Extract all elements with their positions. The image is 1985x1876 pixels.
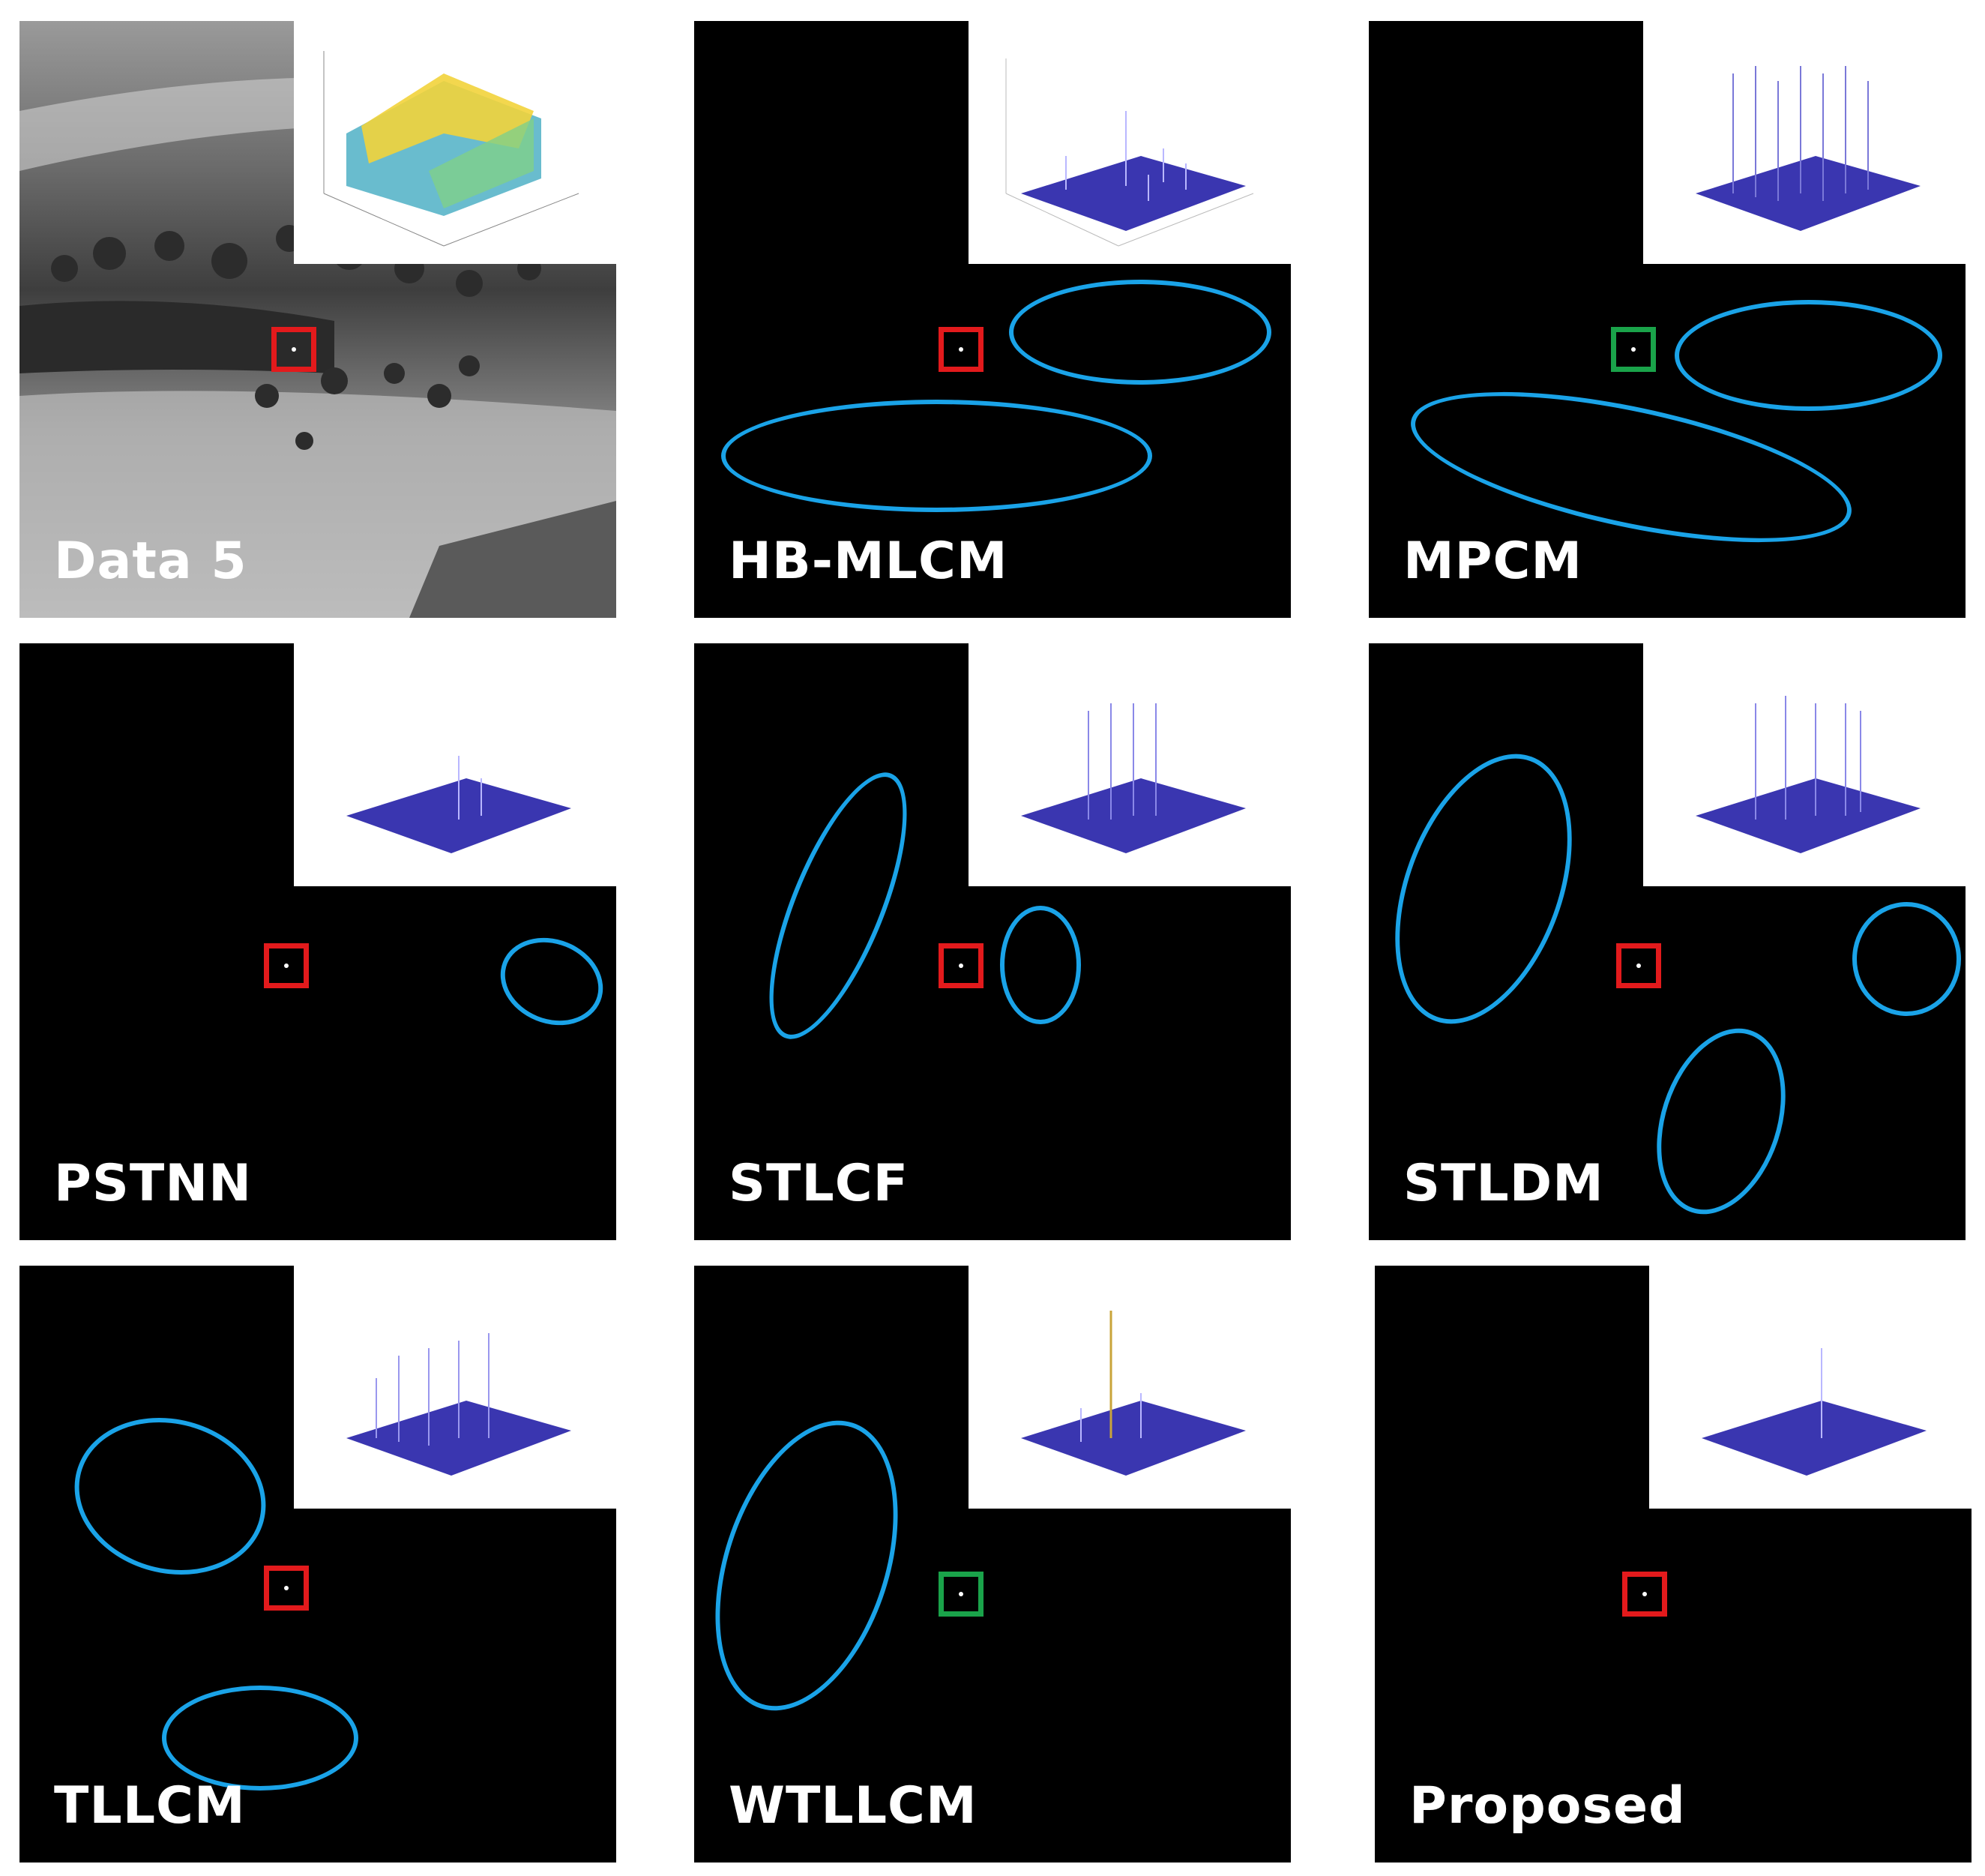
- panel-data5: Data 5: [19, 21, 616, 618]
- target-marker: [939, 943, 984, 988]
- panel-pstnn: PSTNN: [19, 643, 616, 1240]
- surface-plot: [1643, 643, 1966, 886]
- surface-plot: [969, 1266, 1291, 1509]
- panel-wtllcm: WTLLCM: [694, 1266, 1291, 1863]
- panel-mpcm: MPCM: [1369, 21, 1966, 618]
- clutter-ellipse: [721, 400, 1152, 512]
- surface-plot-inset: [969, 21, 1291, 264]
- false-detection-marker: [939, 1572, 984, 1617]
- panel-hb-mlcm: HB-MLCM: [694, 21, 1291, 618]
- clutter-ellipse: [1369, 730, 1606, 1048]
- surface-plot: [294, 21, 616, 264]
- panel-stlcf: STLCF: [694, 643, 1291, 1240]
- clutter-ellipse: [56, 1397, 284, 1596]
- target-marker: [1622, 1572, 1667, 1617]
- surface-plot: [1643, 21, 1966, 264]
- panel-proposed: Proposed: [1375, 1266, 1972, 1863]
- target-marker: [264, 943, 309, 988]
- clutter-ellipse: [1634, 1011, 1808, 1231]
- clutter-ellipse: [741, 756, 935, 1056]
- target-marker: [939, 327, 984, 372]
- false-detection-marker: [1611, 327, 1656, 372]
- surface-plot-inset: [1643, 643, 1966, 886]
- clutter-ellipse: [162, 1686, 358, 1791]
- surface-plot: [294, 1266, 616, 1509]
- surface-plot-inset: [294, 1266, 616, 1509]
- surface-plot-inset: [969, 1266, 1291, 1509]
- panel-tllcm: TLLCM: [19, 1266, 616, 1863]
- panel-label: STLCF: [729, 1154, 909, 1213]
- panel-stldm: STLDM: [1369, 643, 1966, 1240]
- panel-label: WTLLCM: [729, 1776, 978, 1836]
- surface-plot: [969, 21, 1291, 264]
- panel-label: PSTNN: [54, 1154, 253, 1213]
- panel-label: HB-MLCM: [729, 532, 1008, 591]
- clutter-ellipse: [1000, 906, 1081, 1024]
- clutter-ellipse: [487, 922, 616, 1041]
- surface-plot-inset: [294, 21, 616, 264]
- target-marker: [1616, 943, 1661, 988]
- panel-label: Proposed: [1409, 1776, 1686, 1836]
- surface-plot-inset: [294, 643, 616, 886]
- surface-plot: [1649, 1266, 1972, 1509]
- clutter-ellipse: [694, 1397, 932, 1734]
- panel-label: STLDM: [1403, 1154, 1604, 1213]
- target-marker: [264, 1566, 309, 1611]
- surface-plot: [969, 643, 1291, 886]
- clutter-ellipse: [1675, 300, 1942, 411]
- panel-label: Data 5: [54, 532, 247, 591]
- surface-plot-inset: [969, 643, 1291, 886]
- clutter-ellipse: [1009, 280, 1271, 385]
- panel-label: TLLCM: [54, 1776, 246, 1836]
- clutter-ellipse: [1852, 902, 1961, 1016]
- surface-plot: [294, 643, 616, 886]
- panel-label: MPCM: [1403, 532, 1583, 591]
- surface-plot-inset: [1643, 21, 1966, 264]
- target-marker: [271, 327, 316, 372]
- surface-plot-inset: [1649, 1266, 1972, 1509]
